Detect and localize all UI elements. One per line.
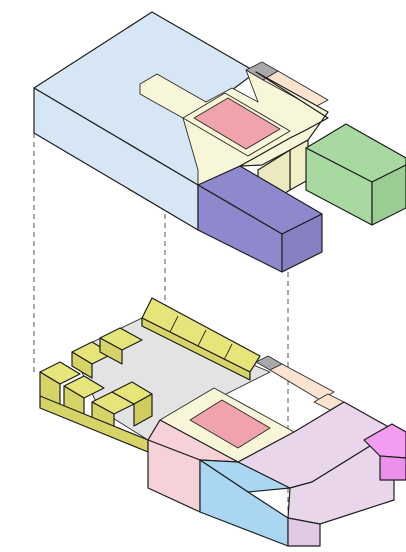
ground-magenta-top bbox=[363, 423, 406, 459]
upper-pink-room bbox=[193, 97, 281, 150]
ground-pink-room bbox=[189, 399, 271, 449]
projection-guides bbox=[33, 133, 289, 520]
ground-floor bbox=[39, 297, 406, 547]
upper-green-block-side bbox=[371, 164, 406, 226]
ground-peach-room bbox=[269, 363, 335, 401]
upper-purple-block-side bbox=[281, 213, 323, 273]
yellow-module-2-front bbox=[71, 351, 93, 379]
ground-yellow-back-front bbox=[141, 317, 251, 381]
ground-yellow-back-divider-2 bbox=[197, 329, 207, 347]
yellow-module-3-front bbox=[99, 337, 123, 365]
ground-yellow-back-divider-3 bbox=[223, 343, 233, 361]
yellow-module-6-side bbox=[133, 393, 153, 427]
upper-floor bbox=[33, 11, 406, 273]
ground-magenta-front bbox=[379, 455, 406, 481]
ground-yellow-back-divider-1 bbox=[169, 315, 179, 333]
ground-yellow-left-modules bbox=[39, 327, 153, 453]
ground-lavender-step bbox=[287, 517, 321, 547]
